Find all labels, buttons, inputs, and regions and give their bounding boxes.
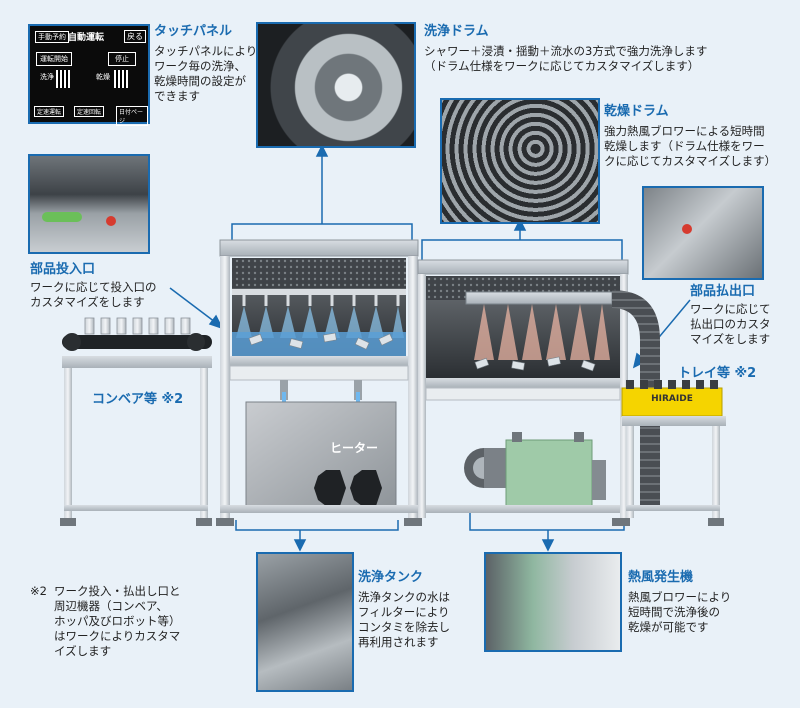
panel-stop-btn: 停止 [108, 52, 136, 66]
inlet-desc: ワークに応じて投入口の カスタマイズをします [30, 280, 157, 309]
dry-drum-title: 乾燥ドラム [604, 104, 669, 119]
panel-dry-value [114, 70, 128, 88]
inlet-title: 部品投入口 [30, 262, 96, 277]
wash-tank-photo [256, 552, 354, 692]
touch-panel-title: タッチパネル [154, 24, 233, 39]
tray-station [621, 380, 726, 526]
panel-back-btn: 戻る [124, 30, 146, 43]
touch-panel-desc: タッチパネルにより ワーク毎の洗浄、 乾燥時間の設定が できます [154, 44, 258, 103]
wash-tank-desc: 洗浄タンクの水は フィルターにより コンタミを除去し 再利用されます [358, 590, 450, 649]
hot-air-photo [484, 552, 622, 652]
hot-air-desc: 熱風ブロワーにより 短時間で洗浄後の 乾燥が可能です [628, 590, 732, 634]
panel-bottom-btn-2: 定速回転 [74, 106, 105, 117]
footnote-mark: ※2 [30, 584, 47, 598]
panel-bottom-btn-1: 定速運転 [34, 106, 65, 117]
conveyor-label: コンベア等 ※2 [92, 392, 184, 407]
wash-drum-title: 洗浄ドラム [424, 24, 489, 39]
dry-drum-desc: 強力熱風ブロワーによる短時間 乾燥します（ドラム仕様をワー クに応じてカスタマイ… [604, 124, 777, 168]
wash-section [216, 239, 422, 526]
dry-section [417, 259, 630, 526]
panel-manual-btn: 手動予約 [35, 31, 69, 43]
heater-label: ヒーター [329, 441, 378, 455]
outlet-title: 部品払出口 [690, 284, 756, 299]
wash-drum-photo [256, 22, 416, 148]
panel-wash-value [56, 70, 70, 88]
panel-start-btn: 運転開始 [36, 52, 72, 66]
outlet-photo [642, 186, 764, 280]
inlet-photo [28, 154, 150, 254]
panel-row-dry: 乾燥 [96, 73, 110, 81]
touch-panel-screen: 手動予約 自動運転 戻る 運転開始 停止 洗浄 乾燥 定速運転 定速回転 日付ペ… [28, 24, 150, 126]
wash-drum-desc: シャワー＋浸漬・揺動＋流水の3方式で強力洗浄します （ドラム仕様をワークに応じて… [424, 44, 708, 73]
panel-bottom-btn-3: 日付ページ [116, 106, 148, 126]
tray-brand-text: HIRAIDE [651, 394, 693, 404]
hot-air-title: 熱風発生機 [628, 570, 694, 585]
tray-label: トレイ等 ※2 [678, 366, 757, 381]
wash-tank-title: 洗浄タンク [358, 570, 424, 585]
footnote-text: ワーク投入・払出し口と 周辺機器（コンベア、 ホッパ及びロボット等） はワークに… [54, 584, 181, 658]
panel-row-wash: 洗浄 [40, 73, 54, 81]
dry-drum-photo [440, 98, 600, 224]
outlet-desc: ワークに応じて 払出口のカスタ マイズをします [690, 302, 771, 346]
conveyor [60, 317, 212, 526]
panel-heading: 自動運転 [68, 33, 105, 43]
